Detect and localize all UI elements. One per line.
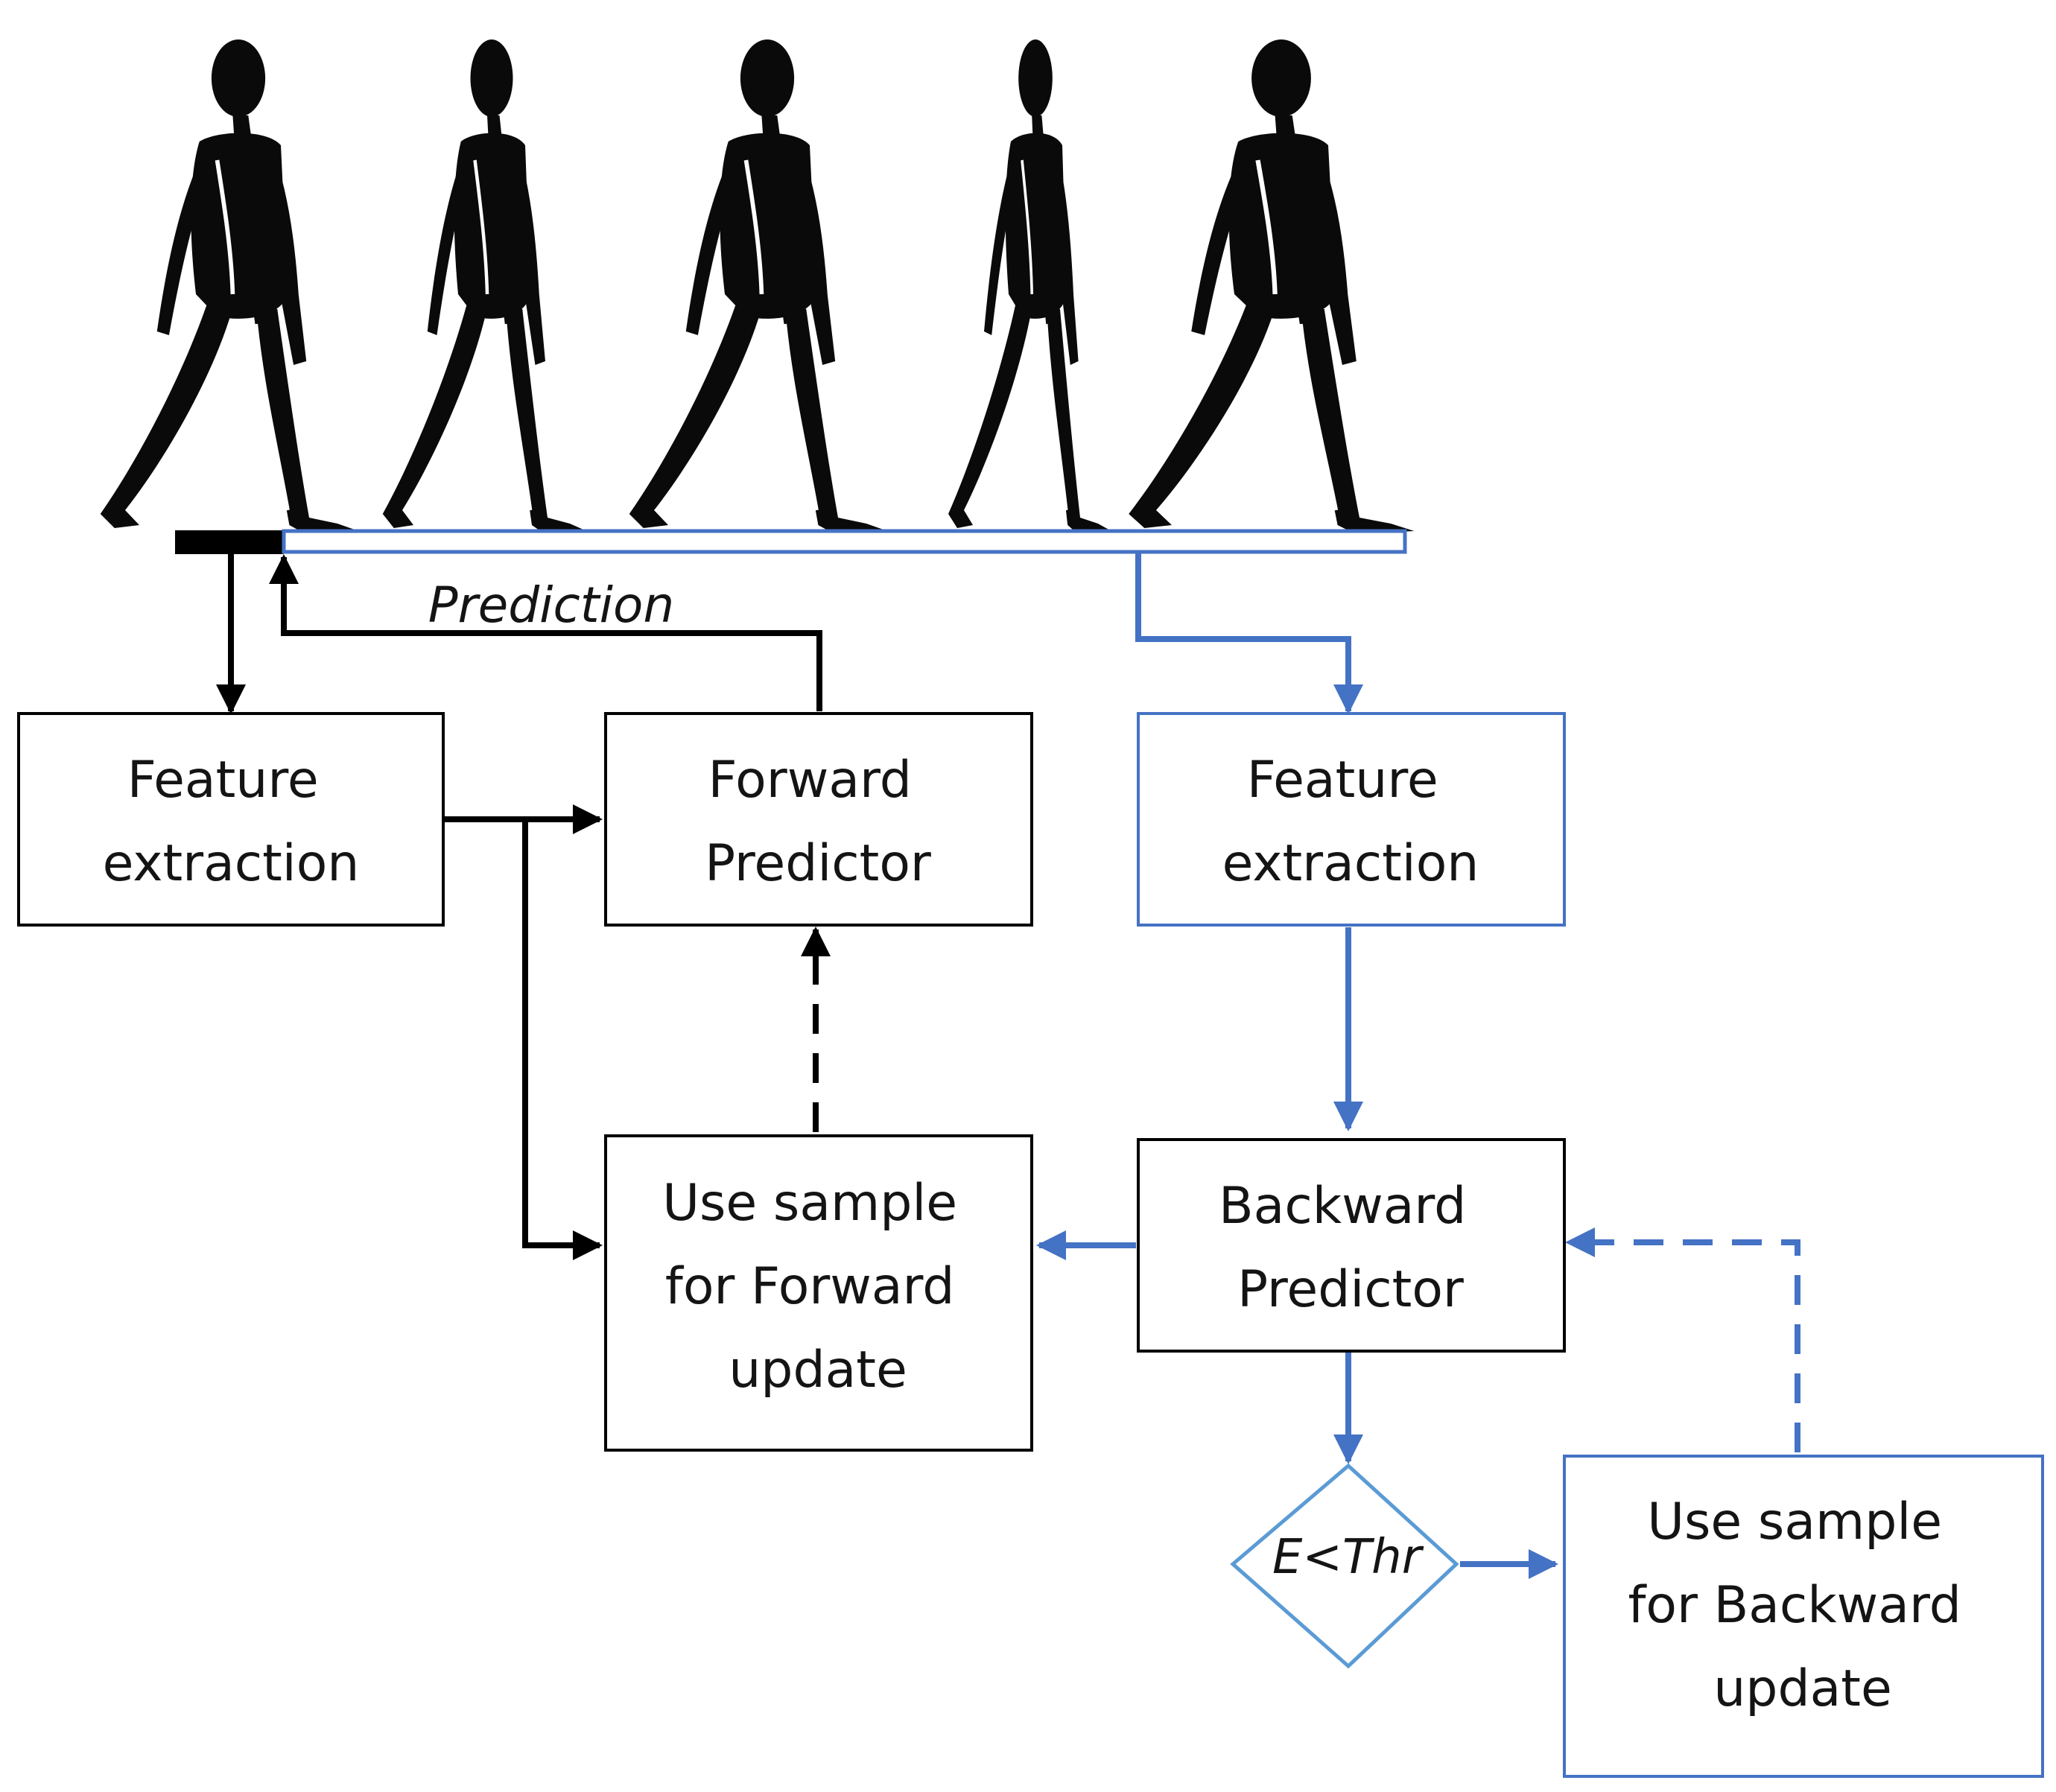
node-text-line: Forward <box>708 751 911 810</box>
node-feature-extraction-forward: Feature extraction <box>17 712 445 927</box>
node-text-line: Use sample <box>662 1174 957 1233</box>
decision-label: E<Thr <box>1272 1530 1424 1585</box>
walking-figure-2 <box>383 39 587 534</box>
node-text-line: update <box>729 1341 907 1399</box>
node-text-line: Feature <box>1247 751 1438 810</box>
node-text-line: for Forward <box>665 1257 955 1316</box>
node-backward-predictor: Backward Predictor <box>1137 1138 1566 1353</box>
node-forward-predictor: Forward Predictor <box>604 712 1033 927</box>
node-text-line: update <box>1713 1659 1892 1718</box>
history-window-bar <box>282 529 1407 554</box>
walking-figure-1 <box>101 39 359 534</box>
svg-text:Forward Predictor: Forward Predictor <box>705 751 931 893</box>
walking-figure-4 <box>948 39 1111 534</box>
node-text-line: for Backward <box>1628 1576 1961 1635</box>
node-text-line: Backward <box>1219 1177 1466 1236</box>
node-text-line: Predictor <box>1237 1260 1464 1319</box>
prediction-label: Prediction <box>428 576 674 634</box>
walking-figure-5 <box>1129 39 1414 534</box>
node-feature-extraction-backward: Feature extraction <box>1137 712 1566 927</box>
svg-text:Feature extraction: Feature extraction <box>1222 751 1479 893</box>
node-text-line: Use sample <box>1647 1493 1942 1551</box>
node-text-line: Feature <box>127 751 319 810</box>
dashed-arrow-use-sample-backward-to-backward-predictor <box>1565 1227 1800 1452</box>
walking-figures-illustration <box>101 39 1415 534</box>
arrow-window-to-feature-extraction-backward <box>1135 552 1363 714</box>
node-use-sample-backward-update: Use sample for Backward update <box>1563 1455 2044 1778</box>
arrow-prediction-to-timeline <box>269 554 822 711</box>
node-decision-threshold: E<Thr <box>1230 1463 1459 1669</box>
arrow-feature-extraction-to-use-sample-forward <box>522 819 603 1260</box>
svg-text:Use sample for Backward: Use sample for Backward update <box>1628 1493 1977 1718</box>
current-sample-bar <box>175 530 284 554</box>
node-text-line: extraction <box>1222 834 1479 893</box>
svg-text:Backward Predictor: Backward Predictor <box>1219 1177 1482 1319</box>
svg-text:Use sample for Forward: Use sample for Forward update <box>662 1174 974 1399</box>
walking-figure-3 <box>629 39 888 534</box>
node-text-line: extraction <box>103 834 360 893</box>
node-use-sample-forward-update: Use sample for Forward update <box>604 1134 1033 1452</box>
svg-text:Feature extraction: Feature extraction <box>103 751 360 893</box>
node-text-line: Predictor <box>705 834 931 893</box>
